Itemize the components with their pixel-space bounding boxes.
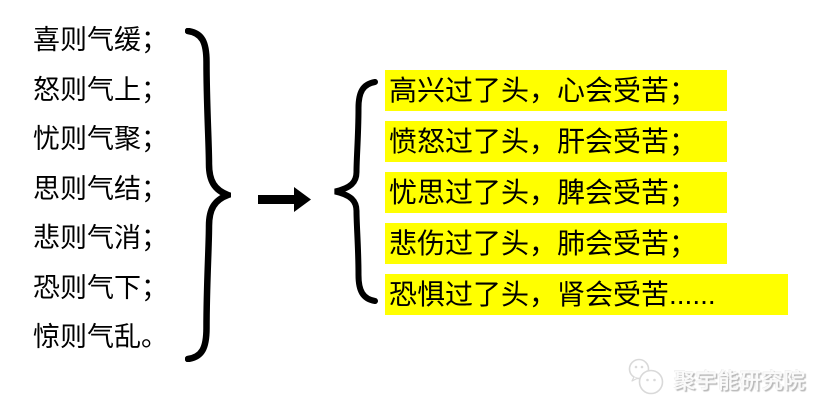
speech-bubbles-icon xyxy=(624,356,668,403)
list-item: 思则气结； xyxy=(33,173,168,204)
emotion-qi-list: 喜则气缓； 怒则气上； 忧则气聚； 思则气结； 悲则气消； 恐则气下； 惊则气乱… xyxy=(33,16,168,363)
highlighted-list-item: 高兴过了头，心会受苦； xyxy=(385,70,727,111)
highlighted-list-item: 忧思过了头，脾会受苦； xyxy=(385,172,727,213)
opening-curly-brace-icon xyxy=(329,79,379,309)
right-arrow-icon xyxy=(258,186,312,218)
emotion-organ-list: 高兴过了头，心会受苦； 愤怒过了头，肝会受苦； 忧思过了头，脾会受苦； 悲伤过了… xyxy=(385,70,788,325)
list-item: 怒则气上； xyxy=(33,74,168,105)
watermark-brand-text: 聚宇能研究院 xyxy=(674,369,806,393)
closing-curly-brace-icon xyxy=(184,27,238,367)
list-item: 忧则气聚； xyxy=(33,124,168,154)
highlighted-list-item: 恐惧过了头，肾会受苦...... xyxy=(385,274,788,315)
highlighted-list-item: 悲伤过了头，肺会受苦； xyxy=(385,223,727,264)
list-item: 恐则气下； xyxy=(33,272,168,303)
list-item: 惊则气乱。 xyxy=(33,322,168,352)
list-item: 喜则气缓； xyxy=(33,25,168,55)
watermark: 聚宇能研究院 xyxy=(624,356,806,403)
highlighted-list-item: 愤怒过了头，肝会受苦； xyxy=(385,121,727,162)
list-item: 悲则气消； xyxy=(33,223,168,253)
